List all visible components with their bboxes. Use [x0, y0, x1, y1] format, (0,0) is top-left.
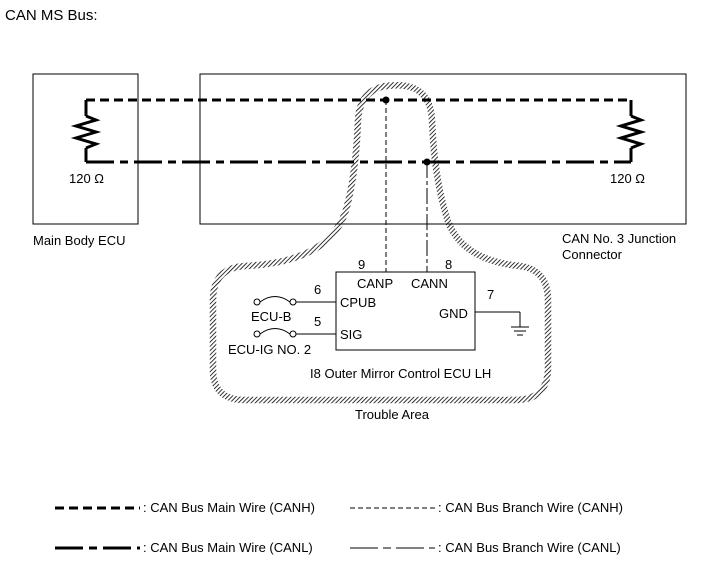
main-body-ecu-label: Main Body ECU	[33, 233, 125, 248]
ecu-b-fuse-icon	[253, 296, 336, 306]
main-body-ecu-box	[32, 73, 139, 225]
cpub-pin-label: CPUB	[340, 295, 376, 310]
cann-pin-number: 8	[445, 257, 452, 272]
legend-label-main-canh: : CAN Bus Main Wire (CANH)	[143, 500, 315, 515]
cpub-pin-number: 6	[314, 282, 321, 297]
right-terminating-resistor	[615, 100, 647, 162]
right-resistor-value: 120 Ω	[610, 171, 645, 186]
legend-label-branch-canh: : CAN Bus Branch Wire (CANH)	[438, 500, 623, 515]
left-terminating-resistor	[70, 100, 102, 162]
gnd-pin-number: 7	[487, 287, 494, 302]
canl-junction-dot	[423, 158, 431, 166]
gnd-pin-label: GND	[439, 306, 468, 321]
left-resistor-value: 120 Ω	[69, 171, 104, 186]
diagram-title: CAN MS Bus:	[5, 7, 98, 24]
ecu-ig-fuse-label: ECU-IG NO. 2	[228, 342, 311, 357]
trouble-area-label: Trouble Area	[355, 407, 430, 422]
trouble-area-outline	[209, 81, 552, 404]
canp-pin-number: 9	[358, 257, 365, 272]
ecu-ig-fuse-icon	[253, 328, 336, 338]
legend-label-branch-canl: : CAN Bus Branch Wire (CANL)	[438, 540, 621, 555]
mirror-ecu-box	[335, 271, 476, 351]
canp-pin-label: CANP	[357, 276, 393, 291]
canh-junction-dot	[382, 96, 390, 104]
cann-pin-label: CANN	[411, 276, 448, 291]
ground-icon	[475, 311, 529, 336]
junction-connector-label-line1: CAN No. 3 Junction	[562, 231, 676, 246]
ecu-b-fuse-label: ECU-B	[251, 309, 291, 324]
mirror-ecu-label: I8 Outer Mirror Control ECU LH	[310, 366, 491, 381]
sig-pin-number: 5	[314, 314, 321, 329]
legend-label-main-canl: : CAN Bus Main Wire (CANL)	[143, 540, 313, 555]
junction-connector-box	[199, 73, 687, 225]
junction-connector-label-line2: Connector	[562, 247, 623, 262]
sig-pin-label: SIG	[340, 327, 362, 342]
